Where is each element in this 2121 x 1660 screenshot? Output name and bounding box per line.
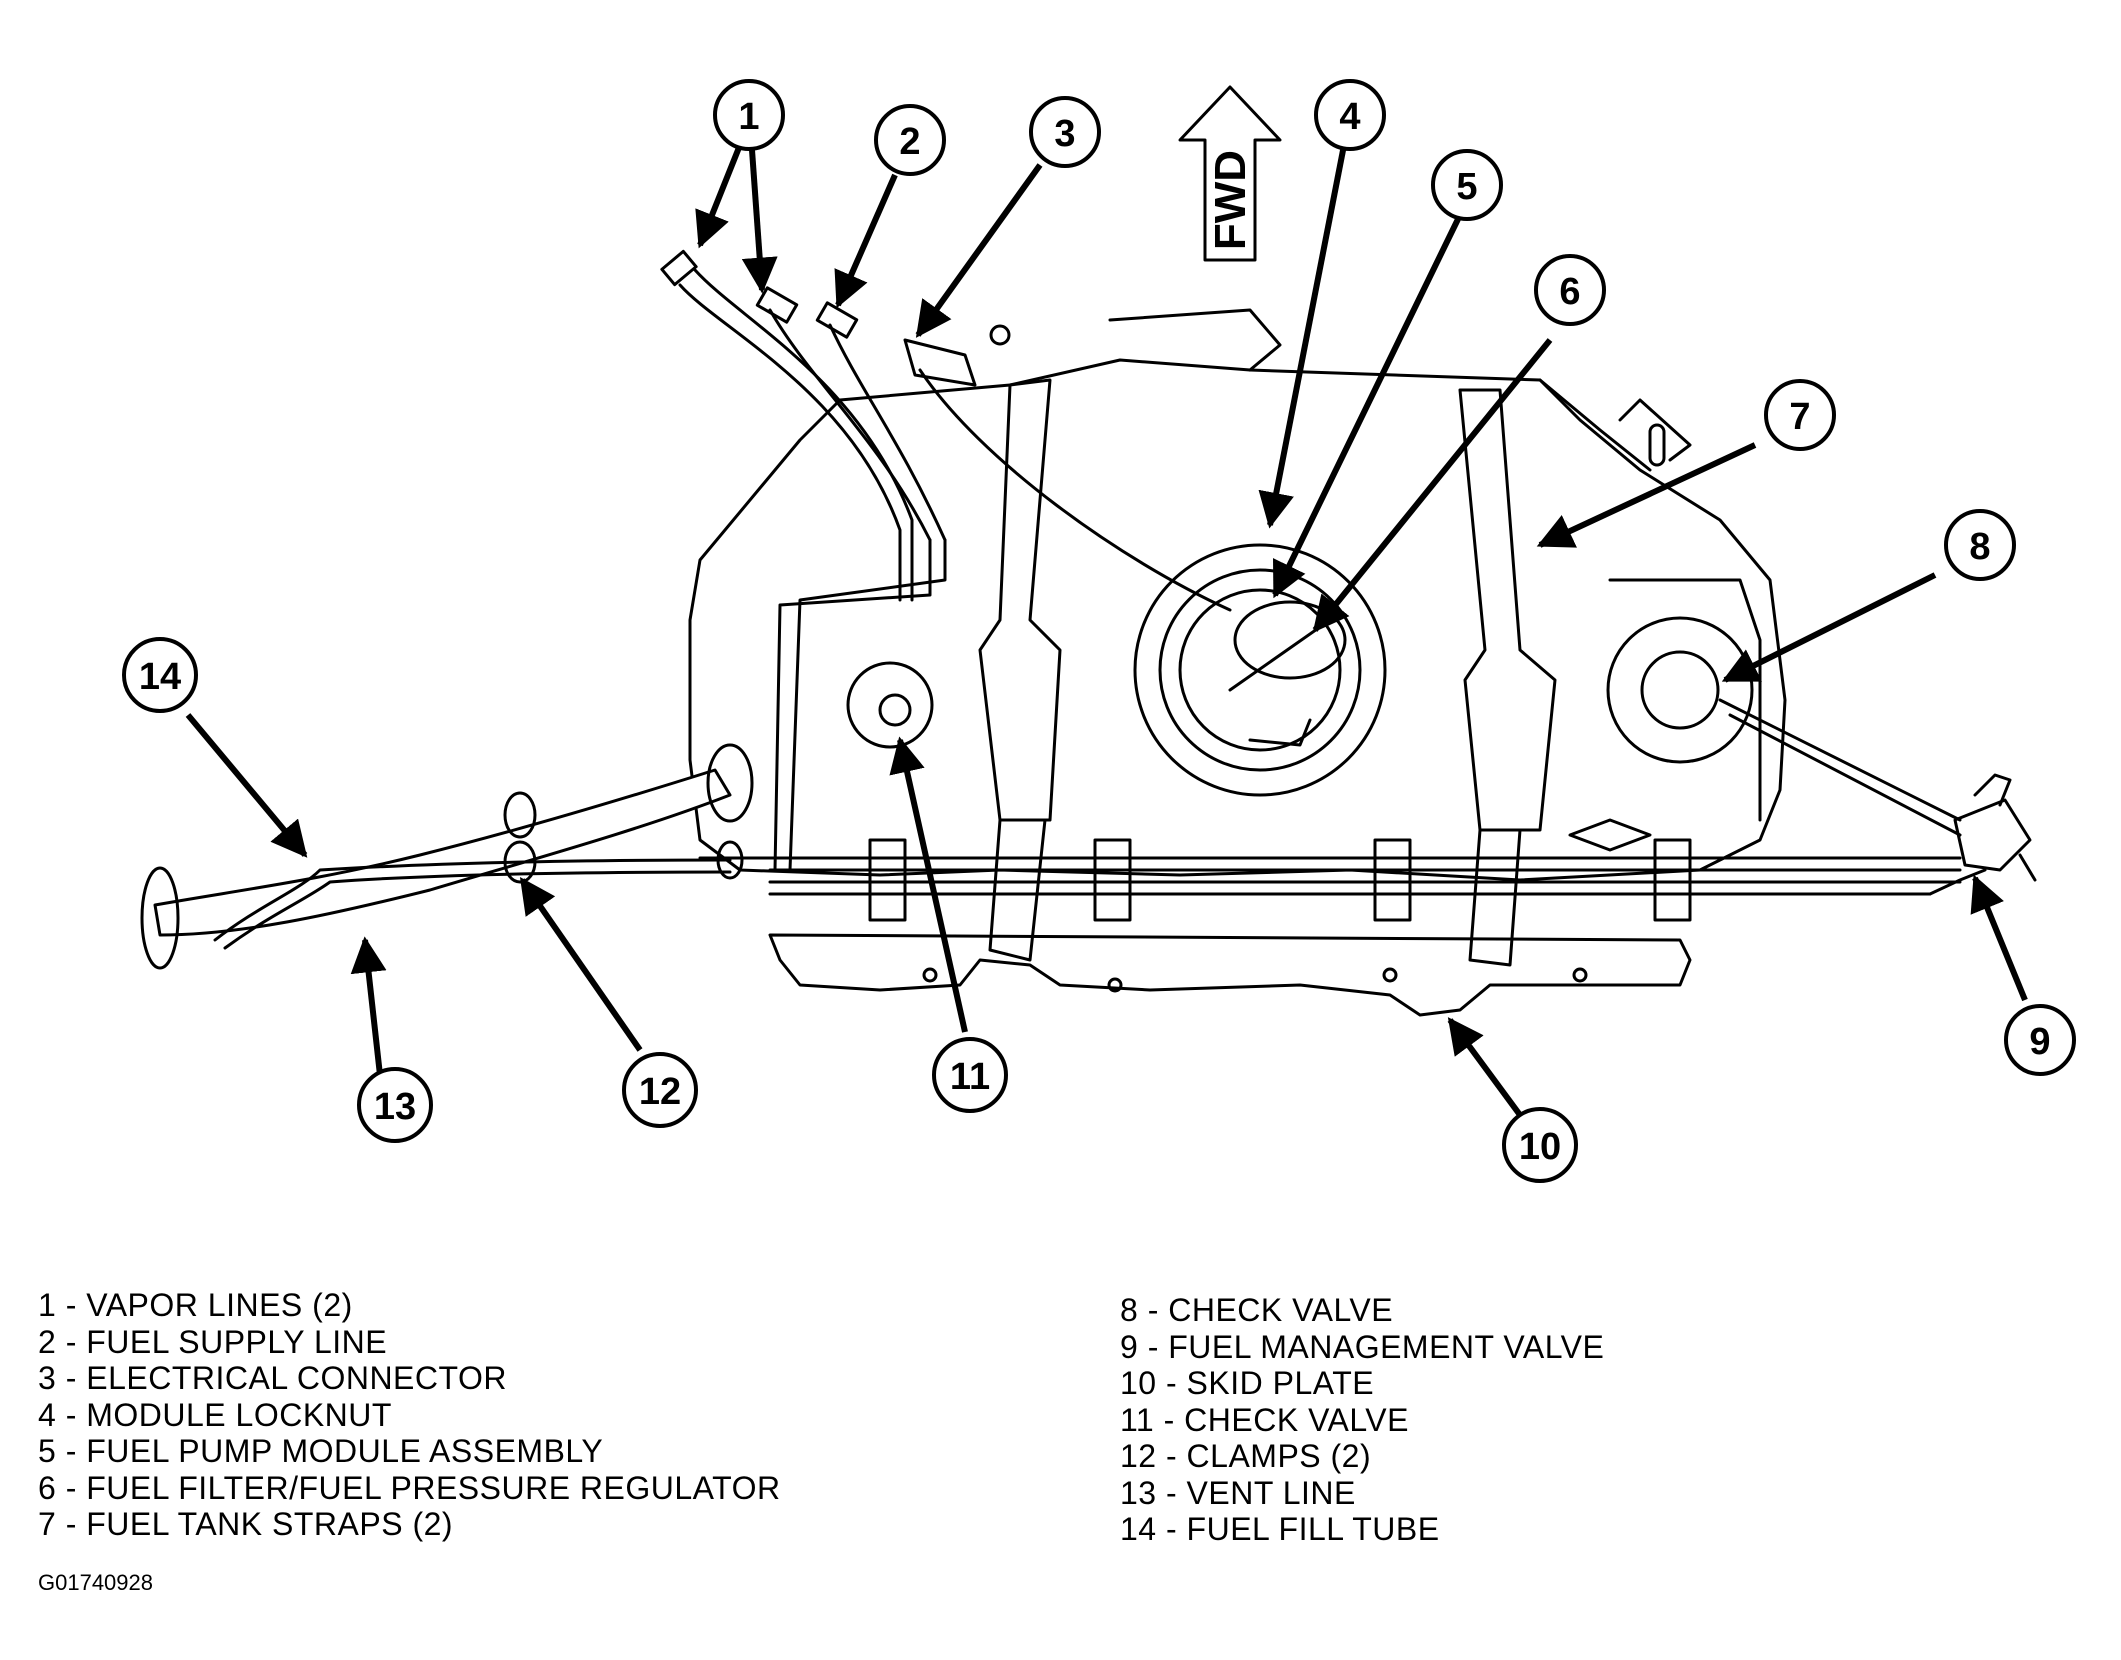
svg-text:3: 3 <box>1054 113 1075 155</box>
callout-6: 6 <box>1534 254 1606 326</box>
callout-13: 13 <box>357 1067 433 1143</box>
legend-item: 9 - FUEL MANAGEMENT VALVE <box>1120 1328 1605 1365</box>
legend-item: 11 - CHECK VALVE <box>1120 1401 1409 1438</box>
callout-8: 8 <box>1944 509 2016 581</box>
callout-4: 4 <box>1314 79 1386 151</box>
skid-plate <box>768 933 1692 1017</box>
vent-line <box>213 858 732 942</box>
legend-item: 8 - CHECK VALVE <box>1120 1292 1394 1328</box>
fwd-label: FWD <box>1206 150 1255 250</box>
legend-item: 5 - FUEL PUMP MODULE ASSEMBLY <box>38 1433 604 1469</box>
svg-text:4: 4 <box>1339 96 1360 138</box>
callout-1: 1 <box>713 79 785 151</box>
legend-item: 1 - VAPOR LINES (2) <box>38 1287 353 1323</box>
legend-right: 8 - CHECK VALVE 9 - FUEL MANAGEMENT VALV… <box>1120 1292 1604 1548</box>
callout-10: 10 <box>1502 1107 1578 1183</box>
legend-item: 6 - FUEL FILTER/FUEL PRESSURE REGULATOR <box>38 1469 781 1506</box>
electrical-connector <box>903 338 977 387</box>
check-valve-8 <box>1606 616 1754 764</box>
callout-12: 12 <box>622 1052 698 1128</box>
legend-item: 7 - FUEL TANK STRAPS (2) <box>38 1506 454 1542</box>
fuel-tank-body <box>688 358 1787 882</box>
legend-item: 3 - ELECTRICAL CONNECTOR <box>38 1360 507 1396</box>
tank-strap-right <box>1458 388 1557 832</box>
leader-lines <box>185 139 2028 1117</box>
callout-7: 7 <box>1764 379 1836 451</box>
legend-item: 14 - FUEL FILL TUBE <box>1120 1511 1440 1547</box>
fuel-management-valve <box>1953 798 2032 872</box>
svg-text:2: 2 <box>899 121 920 163</box>
callout-14: 14 <box>122 637 198 713</box>
svg-text:14: 14 <box>139 656 181 698</box>
callout-11: 11 <box>932 1037 1008 1113</box>
legend-item: 12 - CLAMPS (2) <box>1120 1438 1372 1474</box>
legend-item: 13 - VENT LINE <box>1120 1474 1356 1511</box>
svg-text:13: 13 <box>374 1086 416 1128</box>
svg-text:11: 11 <box>950 1056 990 1098</box>
figure-id: G01740928 <box>38 1570 153 1595</box>
legend-item: 10 - SKID PLATE <box>1120 1365 1375 1401</box>
legend-left: 1 - VAPOR LINES (2) 2 - FUEL SUPPLY LINE… <box>38 1287 781 1543</box>
legend-item: 4 - MODULE LOCKNUT <box>38 1396 392 1433</box>
legend-item: 2 - FUEL SUPPLY LINE <box>38 1323 388 1360</box>
callout-2: 2 <box>874 104 946 176</box>
tank-drawing <box>140 249 2037 1017</box>
svg-text:5: 5 <box>1456 166 1477 208</box>
fuel-pump-module <box>1133 543 1387 797</box>
svg-text:6: 6 <box>1559 271 1580 313</box>
callout-5: 5 <box>1431 149 1503 221</box>
svg-text:8: 8 <box>1969 526 1990 568</box>
svg-text:10: 10 <box>1519 1126 1561 1168</box>
callouts: 1 2 3 4 5 6 7 8 9 10 11 12 13 14 <box>122 79 2076 1183</box>
tank-strap-left <box>978 378 1062 822</box>
forward-arrow: FWD <box>1178 85 1282 262</box>
svg-text:1: 1 <box>738 96 759 138</box>
callout-9: 9 <box>2004 1004 2076 1076</box>
svg-text:7: 7 <box>1789 396 1810 438</box>
callout-3: 3 <box>1029 96 1101 168</box>
fuel-fill-tube <box>153 768 732 937</box>
svg-text:9: 9 <box>2029 1021 2050 1063</box>
svg-text:12: 12 <box>639 1071 681 1113</box>
